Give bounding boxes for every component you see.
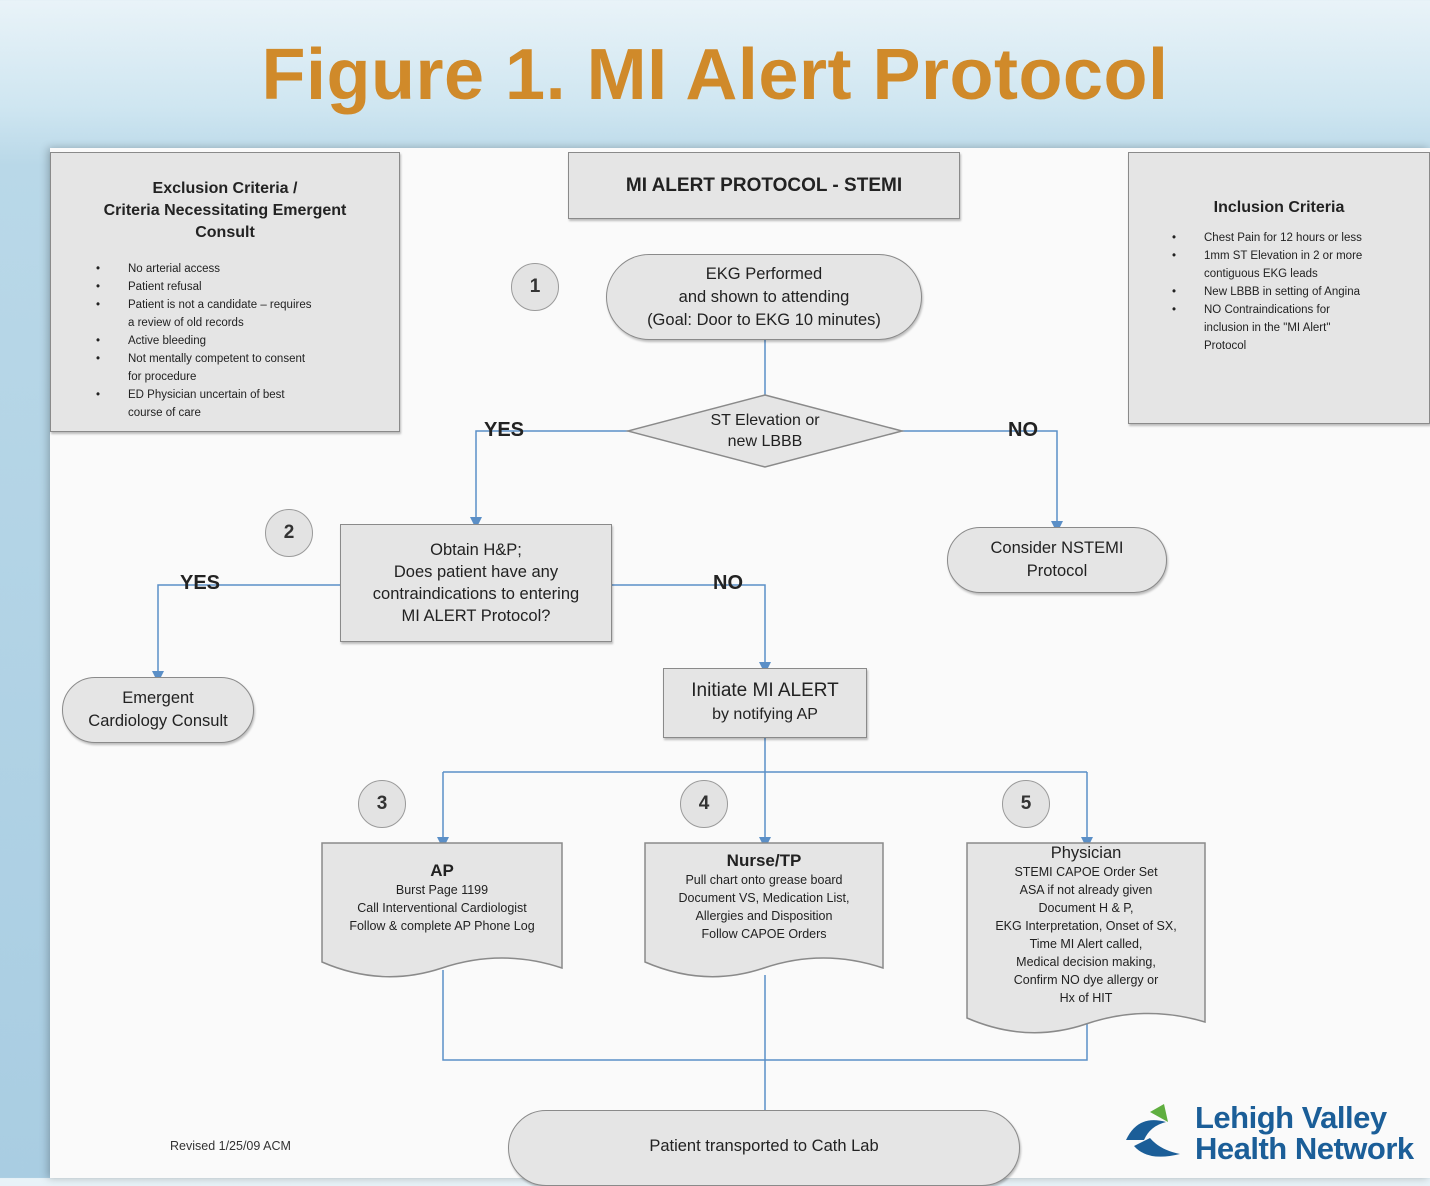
exclusion-title-line-1: Exclusion Criteria / — [152, 180, 298, 197]
inclusion-item: New LBBB in setting of Angina — [1172, 283, 1429, 301]
exclusion-item: No arterial access — [96, 260, 399, 278]
cath-lab-node: Patient transported to Cath Lab — [508, 1110, 1020, 1186]
connector-obtain-no — [612, 584, 771, 674]
exclusion-criteria-box: Exclusion Criteria / Criteria Necessitat… — [50, 152, 400, 432]
inclusion-item: Chest Pain for 12 hours or less — [1172, 229, 1429, 247]
lvhn-logo: Lehigh Valley Health Network — [1120, 1100, 1430, 1178]
connector-obtain-yes — [152, 584, 340, 683]
nurse-document-shape — [644, 842, 884, 978]
exclusion-title-line-2: Criteria Necessitating Emergent — [103, 202, 347, 219]
exclusion-item: Patient refusal — [96, 278, 399, 296]
step-number-2: 2 — [265, 509, 313, 557]
logo-line-1: Lehigh Valley — [1195, 1100, 1387, 1135]
step-number-4: 4 — [680, 780, 728, 828]
revised-note: Revised 1/25/09 ACM — [170, 1139, 291, 1153]
connector-decision-yes — [470, 430, 628, 529]
protocol-header-text: MI ALERT PROTOCOL - STEMI — [625, 174, 903, 196]
logo-line-2: Health Network — [1195, 1131, 1414, 1166]
physician-node: Physician STEMI CAPOE Order Set ASA if n… — [967, 843, 1205, 1007]
decision-yes-label: YES — [484, 419, 525, 441]
lvhn-logo-mark-icon — [1126, 1104, 1180, 1157]
exclusion-title-line-3: Consult — [195, 224, 255, 241]
emergent-consult-node: Emergent Cardiology Consult — [62, 677, 254, 743]
physician-document-shape — [966, 842, 1206, 1034]
nurse-tp-node: Nurse/TP Pull chart onto grease board Do… — [645, 850, 883, 943]
nurse-tp-title: Nurse/TP — [726, 851, 802, 870]
physician-title: Physician — [1050, 844, 1122, 862]
obtain-no-label: NO — [713, 572, 743, 594]
step-number-3: 3 — [358, 780, 406, 828]
inclusion-criteria-box: Inclusion Criteria Chest Pain for 12 hou… — [1128, 152, 1430, 424]
decision-diamond — [625, 394, 905, 468]
decision-label: ST Elevation or new LBBB — [710, 412, 820, 450]
consider-nstemi-node: Consider NSTEMI Protocol — [947, 527, 1167, 593]
inclusion-item: 1mm ST Elevation in 2 or morecontiguous … — [1172, 247, 1429, 283]
protocol-header-box: MI ALERT PROTOCOL - STEMI — [568, 152, 960, 219]
ekg-performed-node: EKG Performed and shown to attending (Go… — [606, 254, 922, 340]
exclusion-item: Active bleeding — [96, 332, 399, 350]
initiate-mi-alert-node: Initiate MI ALERT by notifying AP — [663, 668, 867, 738]
ap-title: AP — [430, 861, 454, 880]
obtain-hp-node: Obtain H&P; Does patient have any contra… — [340, 524, 612, 642]
decision-no-label: NO — [1008, 419, 1038, 441]
connector-decision-no — [902, 430, 1063, 533]
ap-node: AP Burst Page 1199 Call Interventional C… — [322, 860, 562, 935]
ap-document-shape — [321, 842, 563, 978]
step-number-1: 1 — [511, 263, 559, 311]
page-title: Figure 1. MI Alert Protocol — [261, 35, 1169, 115]
inclusion-title: Inclusion Criteria — [1213, 199, 1345, 216]
obtain-yes-label: YES — [180, 572, 221, 594]
step-number-5: 5 — [1002, 780, 1050, 828]
